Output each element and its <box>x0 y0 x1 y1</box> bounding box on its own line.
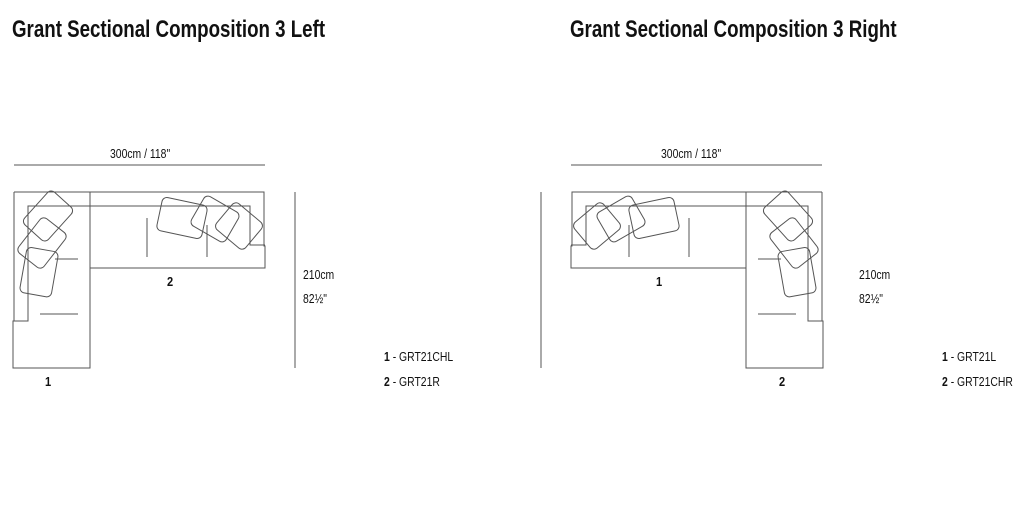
legend-num: 1 <box>942 349 948 364</box>
legend-item: 2 - GRT21R <box>384 374 440 389</box>
composition-title: Grant Sectional Composition 3 Left <box>12 16 326 43</box>
composition-right-drawing <box>540 164 824 369</box>
legend-item: 1 - GRT21CHL <box>384 349 453 364</box>
depth-in: 82½" <box>303 291 327 306</box>
depth-cm: 210cm <box>303 267 335 282</box>
legend-num: 2 <box>942 374 948 389</box>
legend-code: - GRT21L <box>950 349 997 364</box>
depth-in: 82½" <box>859 291 883 306</box>
legend-num: 2 <box>384 374 390 389</box>
legend-item: 1 - GRT21L <box>942 349 996 364</box>
legend-item: 2 - GRT21CHR <box>942 374 1013 389</box>
legend-num: 1 <box>384 349 390 364</box>
width-dimension: 300cm / 118" <box>661 146 722 161</box>
legend-code: - GRT21CHR <box>950 374 1013 389</box>
depth-cm: 210cm <box>859 267 891 282</box>
composition-left-drawing <box>12 164 296 369</box>
piece-number: 2 <box>779 374 786 389</box>
legend-code: - GRT21R <box>392 374 440 389</box>
width-dimension: 300cm / 118" <box>110 146 171 161</box>
piece-number: 2 <box>167 274 174 289</box>
piece-number: 1 <box>656 274 663 289</box>
legend-code: - GRT21CHL <box>392 349 454 364</box>
piece-number: 1 <box>45 374 52 389</box>
composition-title: Grant Sectional Composition 3 Right <box>570 16 897 43</box>
